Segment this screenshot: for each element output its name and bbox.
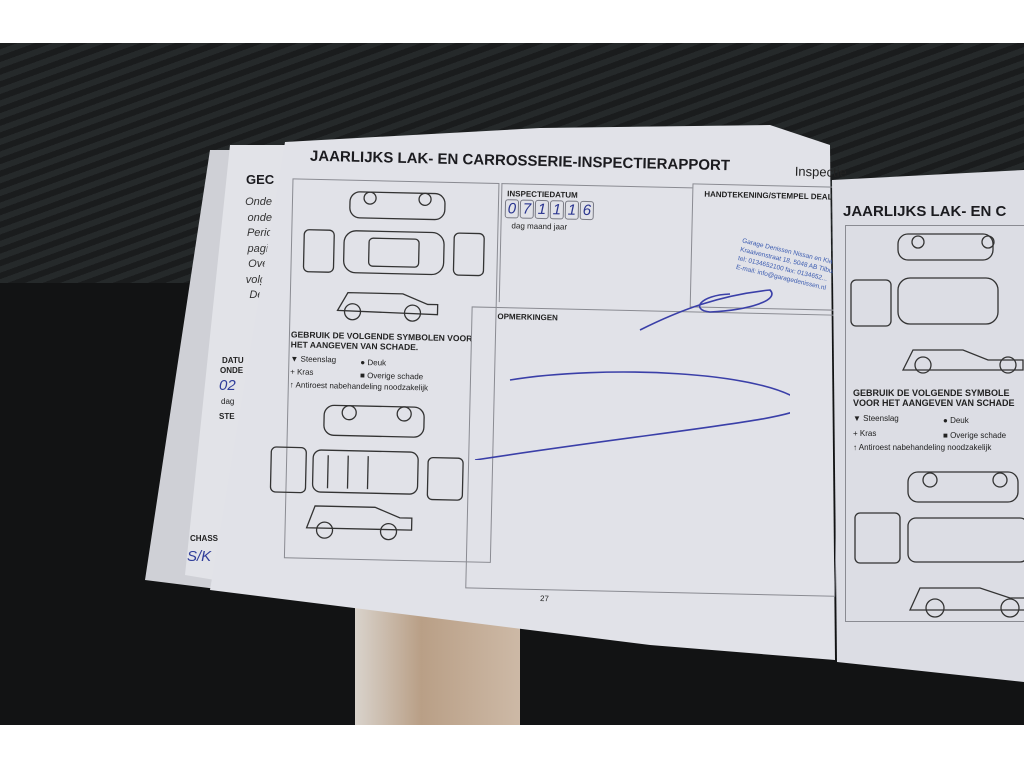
right-legend-item: + Kras <box>853 429 876 438</box>
date-digit: 1 <box>549 200 565 220</box>
right-diagram-box <box>845 225 1024 622</box>
right-legend-item: ▼ Steenslag <box>853 414 899 423</box>
car-diagram-bottom <box>269 404 464 541</box>
handwritten-signature <box>474 289 790 460</box>
legend-label: Steenslag <box>300 354 337 365</box>
date-sub-label: dag maand jaar <box>511 221 568 232</box>
legend-label: Kras <box>859 429 877 438</box>
left-stamp-label: STE <box>219 412 235 421</box>
steenslag-icon: ▼ <box>290 354 299 364</box>
antiroest-icon: ↑ <box>853 443 857 452</box>
left-date-value: 02 <box>219 377 236 394</box>
antiroest-icon: ↑ <box>289 380 294 390</box>
deuk-icon: ● <box>943 416 948 425</box>
date-digit: 1 <box>564 200 580 220</box>
car-diagram-top <box>302 191 485 322</box>
left-date-label-2: ONDE <box>220 366 244 375</box>
date-digit: 0 <box>504 199 520 219</box>
inspection-page <box>210 125 835 660</box>
legend-label: Kras <box>296 367 314 377</box>
legend-item: ■ Overige schade <box>360 371 423 381</box>
left-date-label: DATU <box>222 356 244 365</box>
legend-label: Overige schade <box>950 431 1007 440</box>
steenslag-icon: ▼ <box>853 414 861 423</box>
overige-schade-icon: ■ <box>359 370 366 381</box>
kras-icon: + <box>853 429 858 438</box>
right-car-diagram-bottom <box>854 471 1024 618</box>
text-line: Peric <box>246 227 272 239</box>
left-page-heading: GEC <box>246 172 275 187</box>
left-page-text: Onde onde Peric pagir Over volge De c <box>232 195 272 304</box>
legend-label: Deuk <box>950 416 969 425</box>
right-legend-title: GEBRUIK DE VOLGENDE SYMBOLE VOOR HET AAN… <box>853 388 1015 408</box>
page-title: JAARLIJKS LAK- EN CARROSSERIE-INSPECTIER… <box>309 147 731 175</box>
date-digit: 6 <box>579 200 595 221</box>
kras-icon: + <box>290 367 295 377</box>
corner-tab: Inspectie <box>794 163 848 180</box>
legend-item: ▼ Steenslag <box>290 354 336 364</box>
right-page-title: JAARLIJKS LAK- EN C <box>843 203 1007 220</box>
date-digit: 1 <box>534 199 550 220</box>
legend-label: Steenslag <box>863 414 899 423</box>
text-line: Onde <box>245 196 272 208</box>
legend-label: Overige schade <box>367 371 424 382</box>
chassis-value: S/K <box>187 548 212 565</box>
legend-title: GEBRUIK DE VOLGENDE SYMBOLEN VOOR HET AA… <box>290 329 473 353</box>
right-legend-item: ↑ Antiroest nabehandeling noodzakelijk <box>853 443 991 452</box>
legend-label: Antiroest nabehandeling noodzakelijk <box>858 443 992 452</box>
right-legend-item: ■ Overige schade <box>943 431 1006 440</box>
right-legend-item: ● Deuk <box>943 416 969 425</box>
right-car-diagram-top <box>850 233 1024 374</box>
text-line: onde <box>247 211 272 224</box>
text-line: pagir <box>247 242 272 255</box>
legend-item: + Kras <box>290 367 314 377</box>
inspection-date-label: INSPECTIEDATUM <box>507 189 578 200</box>
chassis-label: CHASS <box>190 534 219 543</box>
legend-label: Deuk <box>367 358 387 368</box>
left-date-sub: dag <box>221 397 235 406</box>
date-digit: 7 <box>519 199 535 219</box>
legend-item: ● Deuk <box>360 358 386 368</box>
page-number: 27 <box>539 594 550 604</box>
deuk-icon: ● <box>360 357 366 368</box>
overige-schade-icon: ■ <box>943 431 948 440</box>
